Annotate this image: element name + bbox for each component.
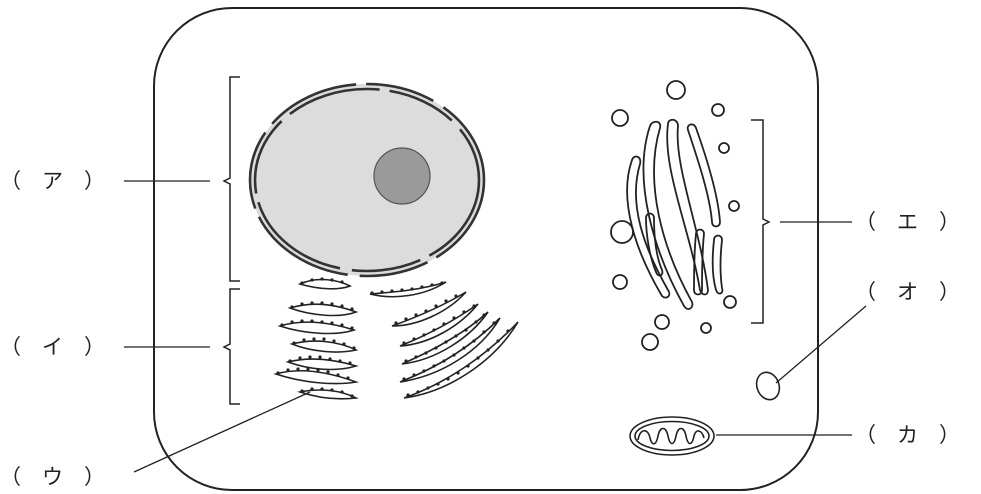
golgi-cisternae	[626, 118, 724, 310]
label-a: （ ア ）	[0, 169, 105, 193]
label-f: （ カ ）	[855, 423, 960, 447]
leader-lines	[124, 180, 867, 473]
brackets	[222, 76, 771, 405]
golgi-apparatus	[610, 80, 740, 351]
nucleus	[248, 82, 486, 278]
labels: （ ア ） （ イ ） （ ウ ） （ エ ） （ オ ） （ カ ）	[0, 169, 960, 489]
leader-c	[133, 391, 311, 473]
mitochondrion	[629, 416, 715, 456]
rough-er-right	[369, 281, 519, 399]
bracket-b	[222, 288, 240, 405]
nuclear-envelope	[248, 82, 486, 278]
rough-er-left	[273, 278, 360, 400]
golgi-vesicles	[610, 80, 740, 351]
bracket-d	[751, 119, 771, 324]
bracket-a	[222, 76, 240, 282]
rough-er	[273, 277, 519, 400]
ribosomes	[276, 277, 510, 398]
label-c: （ ウ ）	[0, 465, 105, 489]
cell-membrane	[153, 7, 819, 491]
label-d: （ エ ）	[855, 210, 960, 234]
label-b: （ イ ）	[0, 335, 105, 359]
vesicle	[755, 371, 781, 401]
label-e: （ オ ）	[855, 280, 960, 304]
nucleus-body	[250, 84, 484, 276]
nucleolus	[373, 147, 431, 205]
leader-e	[775, 305, 867, 384]
